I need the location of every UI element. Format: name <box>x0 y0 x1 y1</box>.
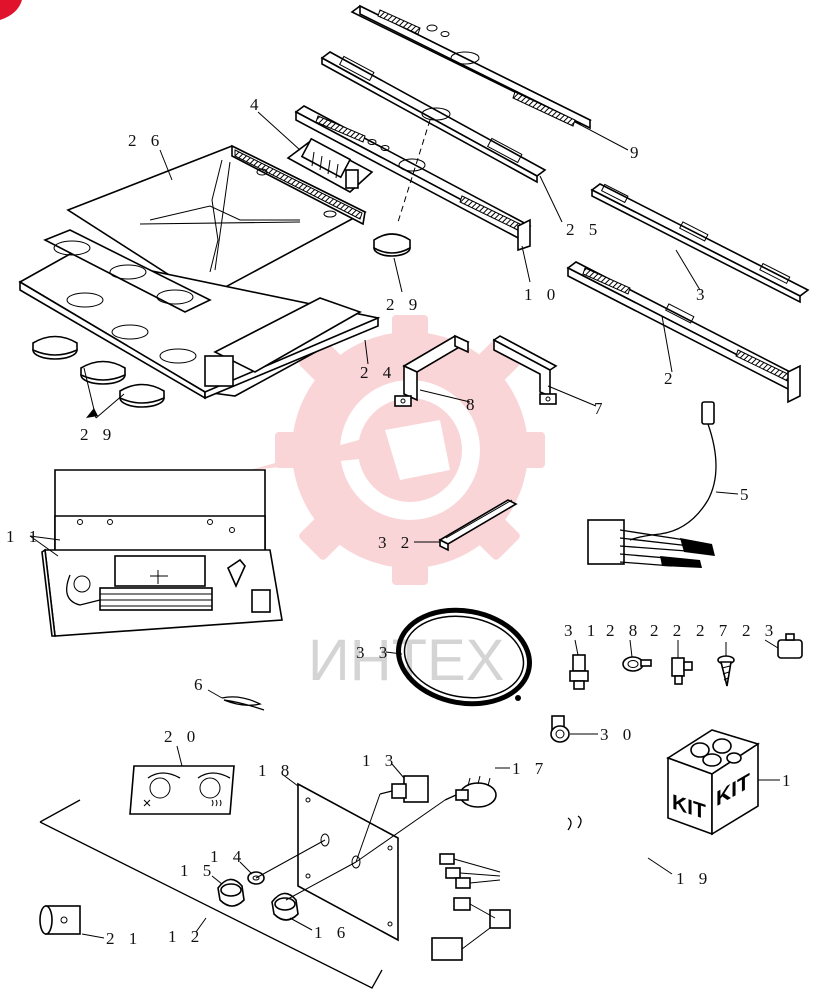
callout-18: 1 8 <box>258 761 294 780</box>
part-15-knob <box>217 878 245 907</box>
part-26-cover <box>66 144 367 299</box>
callout-10: 1 0 <box>524 285 560 304</box>
part-8-bracket <box>394 334 470 407</box>
callout-30: 3 0 <box>600 725 636 744</box>
callout-33: 3 3 <box>356 643 392 662</box>
part-14-nut <box>247 871 265 885</box>
part-9-rail <box>350 4 592 130</box>
callout-32: 3 2 <box>378 533 414 552</box>
callout-14: 1 4 <box>210 847 246 866</box>
part-4-connector <box>286 137 374 193</box>
callout-19: 1 9 <box>676 869 712 888</box>
callout-12: 1 2 <box>168 927 204 946</box>
callout-23: 2 3 <box>742 621 778 640</box>
part-6-spring <box>221 696 265 711</box>
part-22-connector <box>671 657 693 685</box>
callout-29-right: 2 9 <box>386 295 422 314</box>
part-21-sleeve <box>39 905 81 935</box>
part-1-kit-box: KIT KIT <box>666 729 760 836</box>
callout-25: 2 5 <box>566 220 602 239</box>
callout-7: 7 <box>594 399 608 418</box>
part-31-fitting <box>569 654 589 690</box>
callout-21: 2 1 <box>106 929 142 948</box>
part-16-knob <box>271 892 299 921</box>
callout-16: 1 6 <box>314 923 350 942</box>
part-2-rail <box>566 261 801 404</box>
part-19-harness <box>431 815 652 961</box>
part-18-plate <box>297 782 399 942</box>
callout-9: 9 <box>630 143 644 162</box>
part-24-housing <box>18 229 381 400</box>
part-23-plug <box>777 633 803 659</box>
leader-lines <box>29 111 780 939</box>
assembly-lines <box>255 793 446 901</box>
watermark-logo <box>250 315 545 585</box>
part-28-clamp <box>622 656 652 672</box>
callout-26: 2 6 <box>128 131 164 150</box>
callout-labels: 9 2 5 1 0 4 2 6 2 9 2 9 2 4 3 2 8 7 5 1 … <box>6 95 796 948</box>
part-29-grommets-left <box>32 335 165 408</box>
part-20-control-decal <box>129 765 235 815</box>
arrowheads <box>86 408 98 418</box>
part-12-panel-outline <box>39 799 383 989</box>
part-7-bracket <box>492 335 558 405</box>
callout-13: 1 3 <box>362 751 398 770</box>
callout-4: 4 <box>250 95 264 114</box>
callout-22: 2 2 <box>650 621 686 640</box>
part-3-frame <box>590 183 810 304</box>
callout-31: 3 1 <box>564 621 600 640</box>
callout-8: 8 <box>466 395 480 414</box>
part-13-switch <box>379 775 429 803</box>
part-29-grommet-right <box>373 233 411 257</box>
callout-27: 2 7 <box>696 621 732 640</box>
part-10-rail <box>294 105 532 252</box>
corner-mark <box>0 0 22 20</box>
part-32-channel <box>438 499 518 552</box>
callout-2: 2 <box>664 369 678 388</box>
part-30-clip <box>550 715 570 743</box>
callout-3: 3 <box>696 285 710 304</box>
callout-20: 2 0 <box>164 727 200 746</box>
part-11-heater-box <box>41 469 283 637</box>
callout-29-left: 2 9 <box>80 425 116 444</box>
part-5-harness <box>587 401 717 568</box>
callout-15: 1 5 <box>180 861 216 880</box>
part-17-control-valve <box>444 775 497 808</box>
callout-6: 6 <box>194 675 208 694</box>
callout-17: 1 7 <box>512 759 548 778</box>
part-27-screw <box>717 655 735 687</box>
callout-24: 2 4 <box>360 363 396 382</box>
callout-11: 1 1 <box>6 527 42 546</box>
part-33-seal <box>396 607 532 707</box>
callout-5: 5 <box>740 485 754 504</box>
callout-1: 1 <box>782 771 796 790</box>
callout-28: 2 8 <box>606 621 642 640</box>
